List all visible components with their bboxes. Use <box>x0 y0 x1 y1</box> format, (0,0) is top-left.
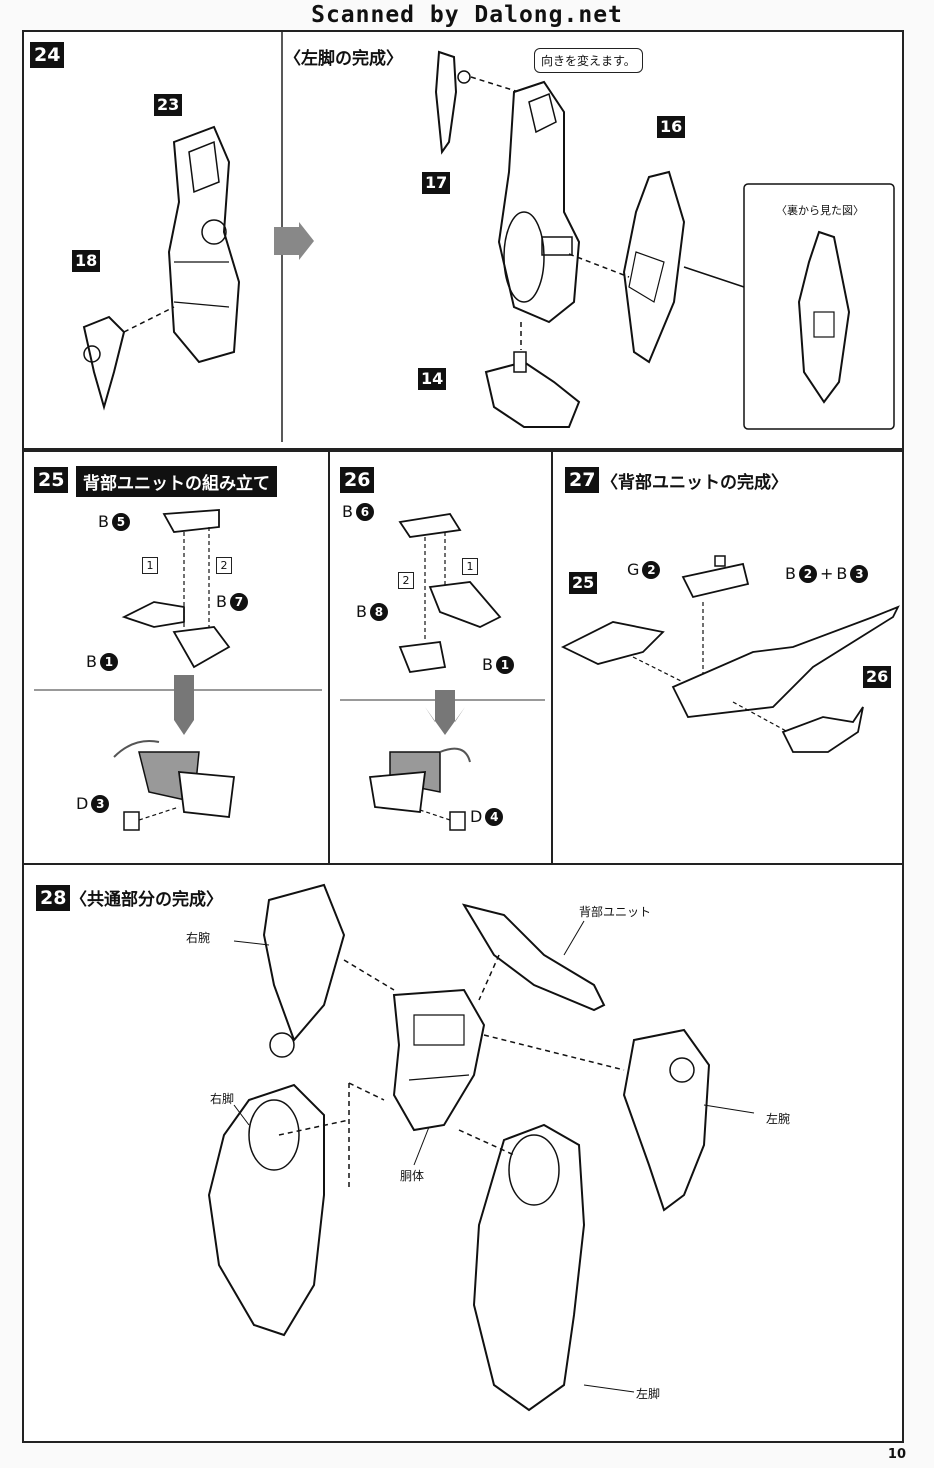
order-1: 1 <box>462 558 478 575</box>
part-tag-17: 17 <box>422 172 451 194</box>
scan-watermark: Scanned by Dalong.net <box>311 2 623 28</box>
part-tag-23: 23 <box>154 94 183 116</box>
label-right-arm: 右腕 <box>186 931 211 945</box>
part-tag-26: 26 <box>863 666 892 688</box>
page-number: 10 <box>887 1447 906 1462</box>
step-25-number: 25 <box>34 467 69 493</box>
part-tag-18: 18 <box>72 250 101 272</box>
order-2: 2 <box>216 557 232 574</box>
step-26-illustration <box>340 513 545 831</box>
label-right-leg: 右脚 <box>210 1092 235 1106</box>
order-2: 2 <box>398 572 414 589</box>
step-28-illustration <box>207 883 755 1412</box>
step-25-title: 背部ユニットの組み立て <box>76 466 277 497</box>
part-tag-16: 16 <box>657 116 686 138</box>
step-28-title: 〈共通部分の完成〉 <box>70 890 223 910</box>
label-left-arm: 左腕 <box>766 1112 791 1126</box>
label-back-unit: 背部ユニット <box>579 905 652 919</box>
step-24-number: 24 <box>30 42 65 68</box>
label-left-leg: 左脚 <box>636 1387 661 1401</box>
step-28-number: 28 <box>36 885 71 911</box>
step-27-number: 27 <box>565 467 600 493</box>
part-tag-25: 25 <box>569 572 598 594</box>
step-27-illustration <box>560 555 900 753</box>
step-25-illustration <box>34 509 322 831</box>
step-24-panel: 24 〈左脚の完成〉 23 18 17 16 14 向きを変えます。 〈裏から見… <box>22 30 904 450</box>
label-torso: 胴体 <box>400 1169 425 1183</box>
orientation-callout: 向きを変えます。 <box>534 48 643 73</box>
step-28-panel: 28 〈共通部分の完成〉 右腕 背部ユニット 右脚 左腕 胴体 左脚 <box>22 863 904 1443</box>
order-1: 1 <box>142 557 158 574</box>
step-24-title: 〈左脚の完成〉 <box>284 49 403 69</box>
step-24-illustration <box>82 32 895 442</box>
step-26-number: 26 <box>340 467 375 493</box>
part-tag-14: 14 <box>418 368 447 390</box>
inset-title: 〈裏から見た図〉 <box>776 204 864 217</box>
step-27-title: 〈背部ユニットの完成〉 <box>601 473 788 493</box>
